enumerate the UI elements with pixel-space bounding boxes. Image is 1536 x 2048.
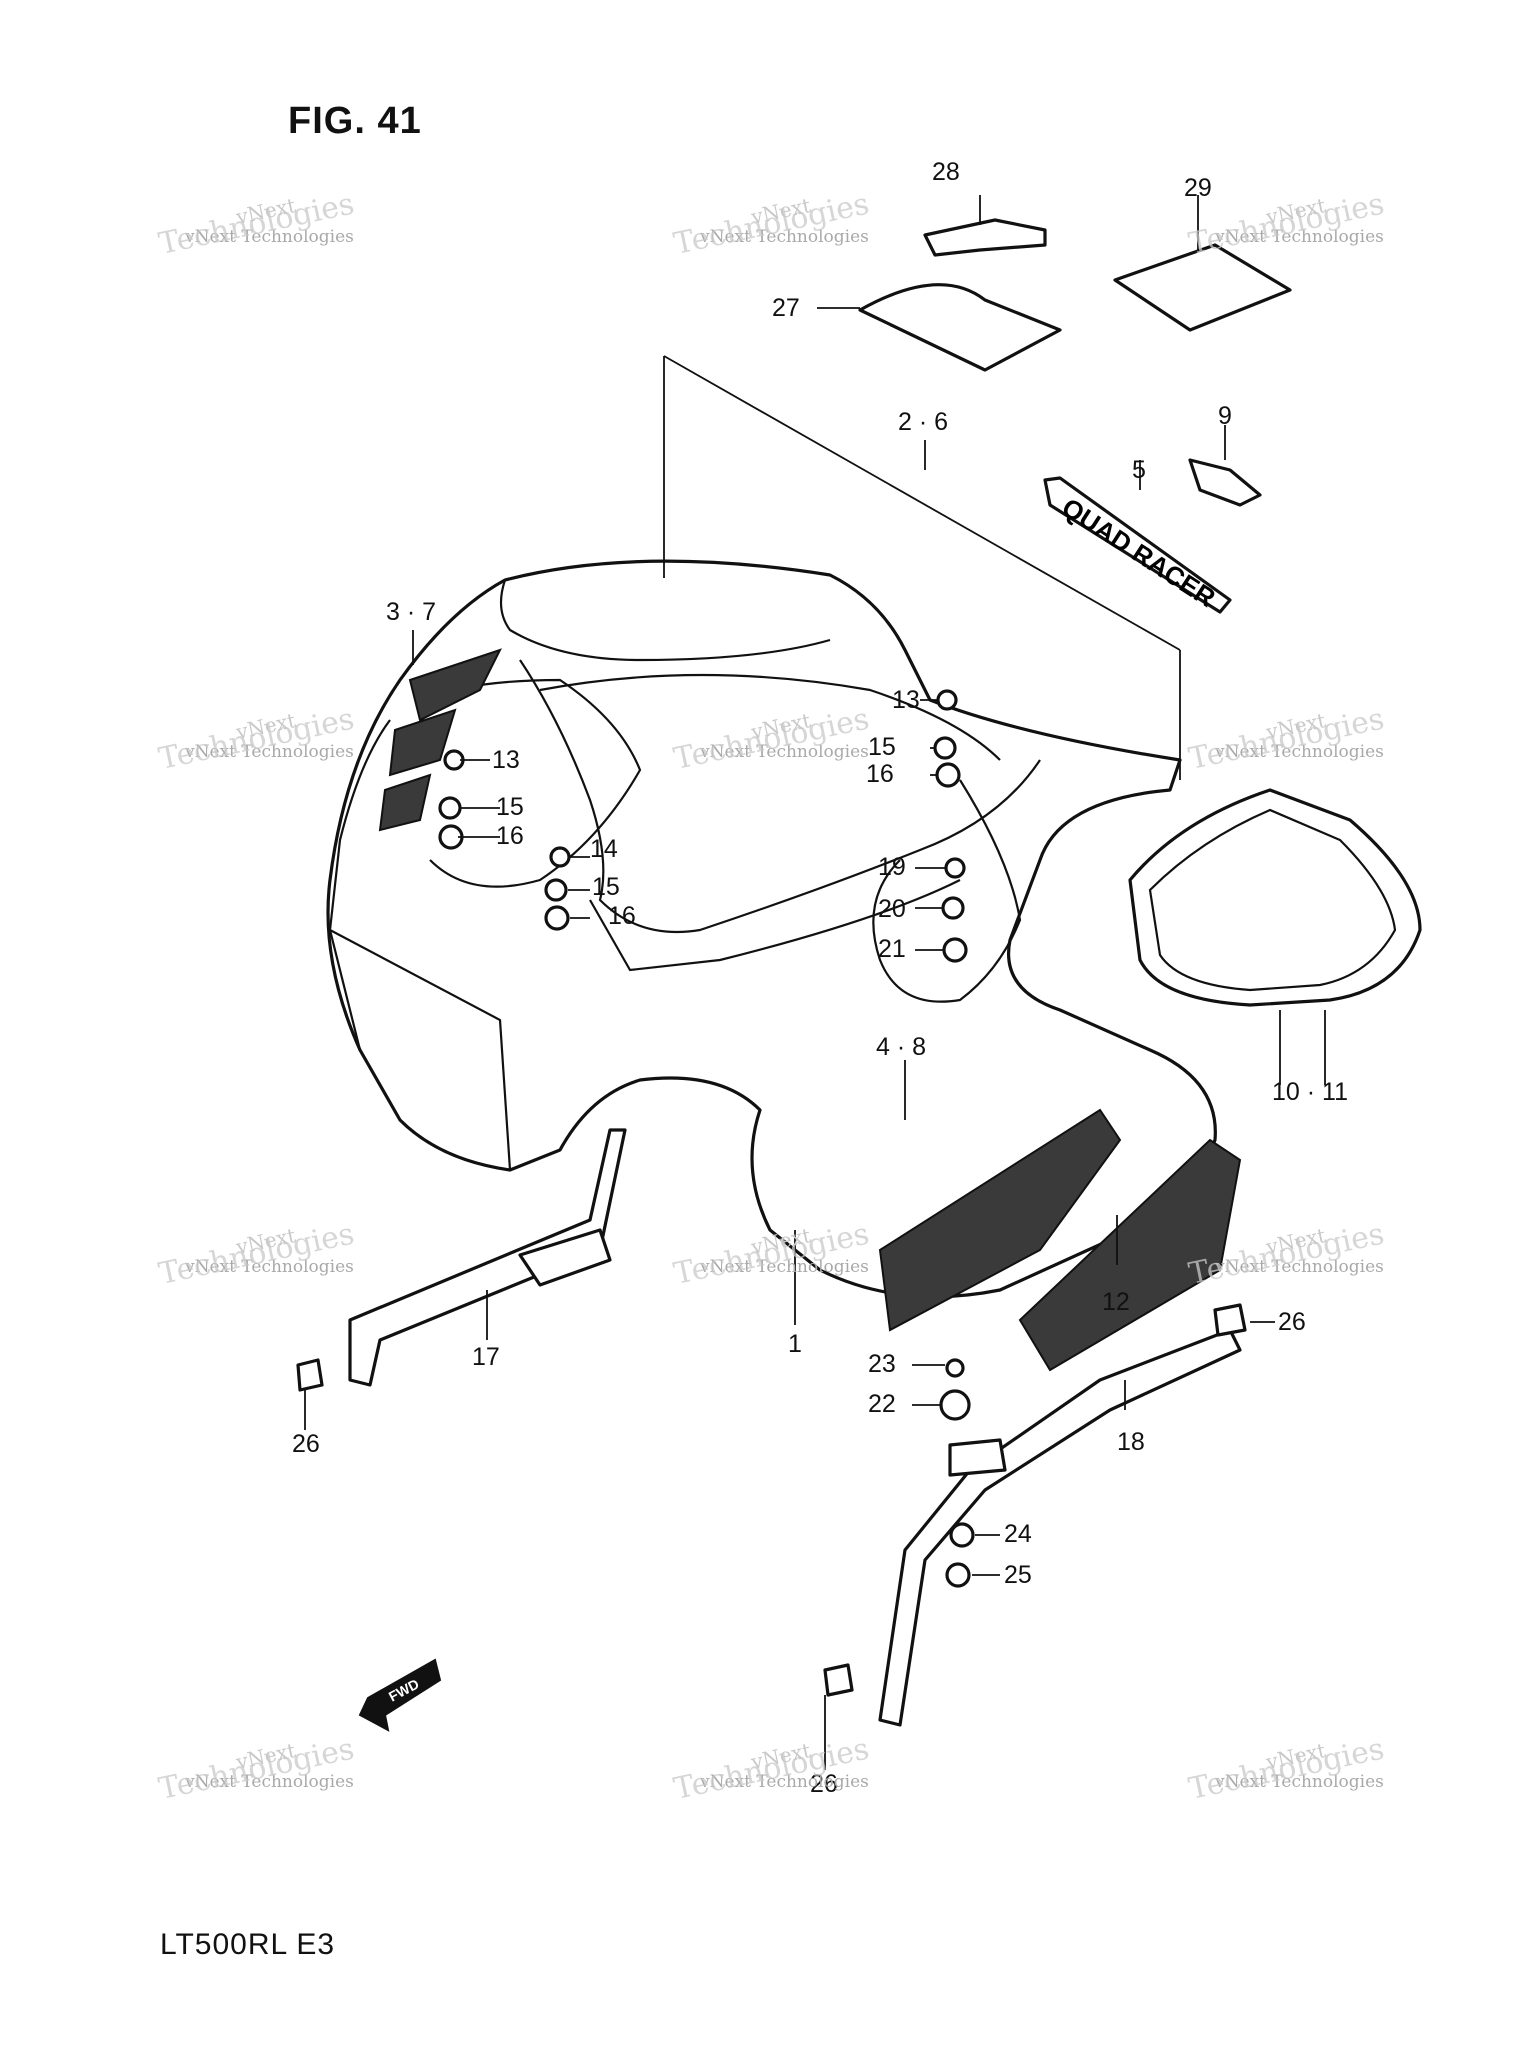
callout-4-8: 4 · 8 <box>876 1033 927 1061</box>
callout-26a: 26 <box>1278 1308 1306 1336</box>
stay-18 <box>878 1328 1242 1727</box>
inner-rib-left <box>419 678 642 888</box>
callout-29: 29 <box>1184 174 1212 202</box>
cushion-26c <box>823 1663 854 1697</box>
stay-18-bracket <box>948 1438 1007 1477</box>
stay-17 <box>348 1128 627 1387</box>
inner-tray-edge <box>539 673 1001 972</box>
callout-16b: 16 <box>496 822 524 850</box>
callout-21: 21 <box>878 935 906 963</box>
callout-15b: 15 <box>496 793 524 821</box>
figure-title: FIG. 41 <box>288 100 422 142</box>
side-emblem-4-8 <box>878 1108 1122 1332</box>
inner-rib-right <box>872 779 1022 1003</box>
inner-tray <box>519 659 1041 934</box>
fender-left-wall <box>328 719 512 1171</box>
callout-13b: 13 <box>492 746 520 774</box>
callout-12: 12 <box>1102 1288 1130 1316</box>
callout-17: 17 <box>472 1343 500 1371</box>
callout-14: 14 <box>590 835 618 863</box>
side-emblem-12 <box>1018 1138 1242 1372</box>
callout-16a: 16 <box>866 760 894 788</box>
callout-9: 9 <box>1218 402 1232 430</box>
callout-18: 18 <box>1117 1428 1145 1456</box>
callout-13a: 13 <box>892 686 920 714</box>
callout-16c: 16 <box>608 902 636 930</box>
stay-17-bracket <box>518 1228 612 1287</box>
fasteners <box>438 689 975 1588</box>
cover-29 <box>1113 243 1292 332</box>
cushion-26a <box>296 1358 324 1392</box>
decal-5-text: QUAD RACER <box>1057 492 1221 613</box>
fwd-arrow <box>358 1658 442 1732</box>
rear-panel-inner <box>1148 808 1397 992</box>
callout-15a: 15 <box>868 733 896 761</box>
leader-lines <box>304 195 1326 1770</box>
callout-19: 19 <box>878 853 906 881</box>
callout-24: 24 <box>1004 1520 1032 1548</box>
callout-3-7: 3 · 7 <box>386 598 437 626</box>
rear-fender-body <box>326 559 1217 1299</box>
seat-recess <box>499 579 831 662</box>
rear-panel-10-11 <box>1128 788 1422 1007</box>
callout-2-6: 2 · 6 <box>898 408 949 436</box>
cushion-26b <box>1213 1303 1247 1337</box>
callout-23: 23 <box>868 1350 896 1378</box>
decal-5 <box>1043 476 1232 614</box>
callout-22: 22 <box>868 1390 896 1418</box>
seat-pad-27 <box>858 283 1062 372</box>
callout-26c: 26 <box>810 1770 838 1798</box>
callout-28: 28 <box>932 158 960 186</box>
emblem-9 <box>1188 458 1262 507</box>
strap-28 <box>923 218 1047 257</box>
callout-20: 20 <box>878 895 906 923</box>
callout-5: 5 <box>1132 456 1146 484</box>
callout-10-11: 10 · 11 <box>1272 1078 1348 1106</box>
callout-15c: 15 <box>592 873 620 901</box>
callout-26b: 26 <box>292 1430 320 1458</box>
callout-1: 1 <box>788 1330 802 1358</box>
side-decal-3-7 <box>378 648 502 832</box>
callout-25: 25 <box>1004 1561 1032 1589</box>
callout-27: 27 <box>772 294 800 322</box>
model-code: LT500RL E3 <box>160 1928 336 1961</box>
